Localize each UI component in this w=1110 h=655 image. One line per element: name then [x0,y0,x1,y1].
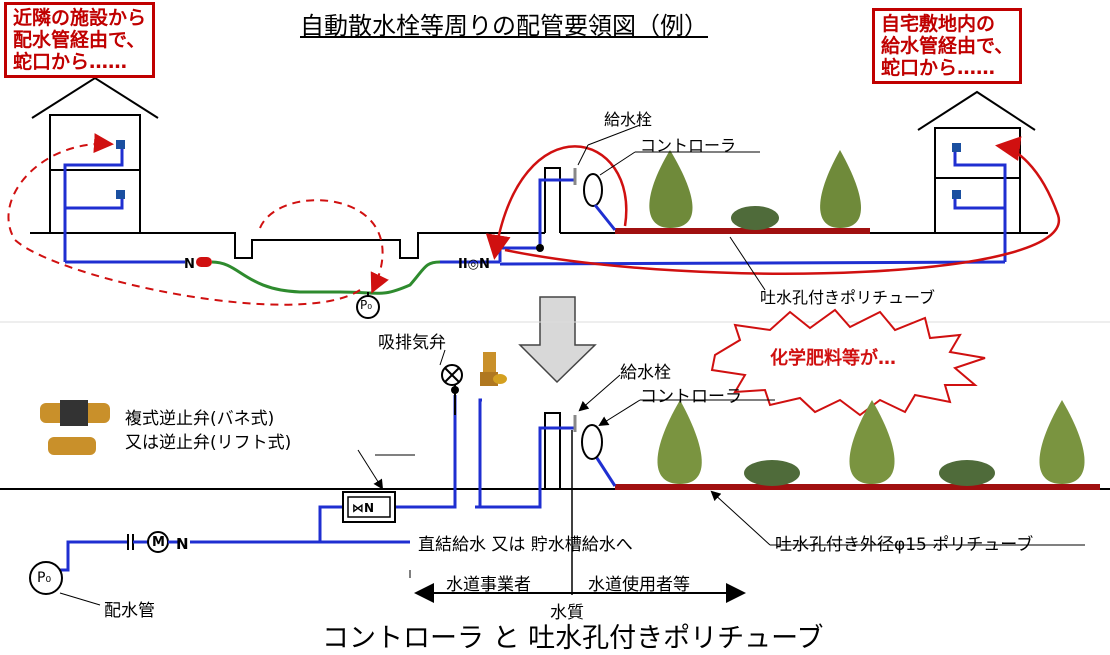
backflow-arrow-right [504,136,1061,275]
svg-text:N: N [176,535,189,553]
backflow-arrow-left [7,133,361,306]
meter-assembly: N [127,531,189,553]
svg-text:⋈N: ⋈N [352,501,374,515]
pipes-bottom [48,395,617,572]
utility-label: 水道事業者 [446,575,531,595]
page-title: 自動散水栓等周りの配管要領図（例） [300,12,708,40]
transition-arrow [518,296,597,384]
warning-text: 化学肥料等が… [770,348,896,369]
faucet-post-top [544,167,561,233]
controller-top [583,173,603,207]
right-meter-valve: II◎N [440,257,500,272]
callout-neighbor: 近隣の施設から 配水管経由で、 蛇口から…… [4,2,156,78]
backflow-arrow-mid [259,199,389,294]
right-house [917,90,1036,234]
user-label: 水道使用者等 [588,575,690,595]
svg-text:II◎N: II◎N [458,257,490,272]
figure-caption: コントローラ と 吐水孔付きポリチューブ [322,623,824,654]
vent-valve-photo [480,352,507,386]
vent-valve-label: 吸排気弁 [378,333,446,353]
warning-burst [710,308,986,417]
left-house [31,76,159,234]
direct-supply-label: 直結給水 又は 貯水槽給水へ [418,535,633,555]
planting-bed-top [615,228,870,234]
backflow-arrow-faucet [485,145,628,260]
top-faucet-label: 給水栓 [604,110,653,129]
check-valve-photos [40,400,110,455]
planting-bed-bottom [615,484,1100,490]
vent-valve-symbol [441,364,463,386]
house-faucet-icons [116,140,961,199]
service-pipe-top [211,260,441,295]
trees-bottom [657,400,1085,486]
bottom-faucet-label: 給水栓 [620,363,671,383]
bottom-controller-label: コントローラ [640,387,742,407]
trees-top [649,150,861,230]
check-valve-label-1: 複式逆止弁(バネ式) [125,409,275,429]
p0-bottom [29,561,63,595]
top-p0-label: P₀ [360,298,373,312]
top-ground [30,232,545,259]
right-house-pipes [499,148,1007,266]
main-pipe-label: 配水管 [104,601,155,621]
callout-home: 自宅敷地内の 給水管経由で、 蛇口から…… [872,8,1023,84]
top-controller-label: コントローラ [640,136,737,155]
bottom-tube-label: 吐水孔付き外径φ15 ポリチューブ [775,535,1034,555]
faucet-post-bottom [544,412,561,489]
check-valve-box: ⋈N [342,491,396,523]
bottom-p0-label: P₀ [37,570,52,586]
svg-text:N: N [184,257,195,272]
left-house-pipes [63,145,185,264]
top-tube-label: 吐水孔付きポリチューブ [760,288,936,307]
quality-label: 水質 [550,603,584,623]
meter-label: M [152,535,165,550]
check-valve-label-2: 又は逆止弁(リフト式) [125,433,292,453]
left-meter-valve: N [184,257,212,272]
controller-bottom [581,424,603,460]
